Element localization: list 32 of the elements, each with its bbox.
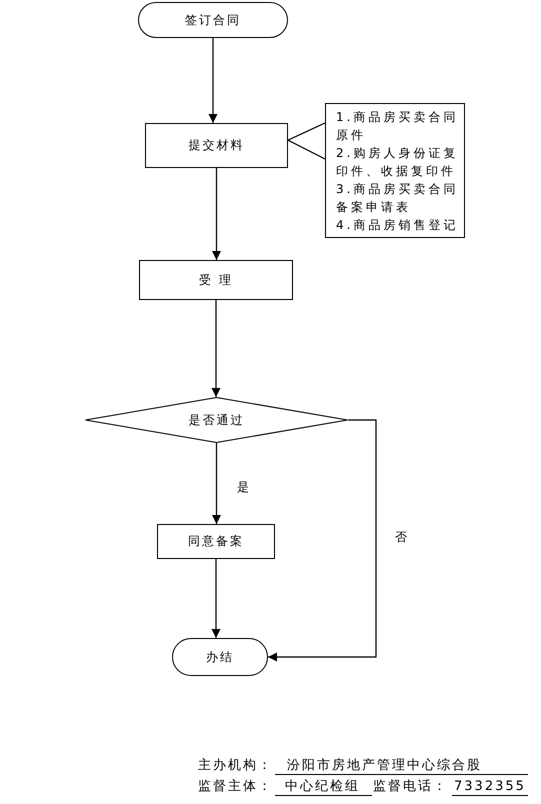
- filled-line: 中心纪检组: [275, 779, 372, 796]
- list-item: 2.购房人身份证复印件、收据复印件: [336, 144, 460, 180]
- field-label: 主办机构：: [198, 758, 273, 774]
- callout-pointer: [286, 122, 326, 160]
- filled-line: 7332355: [452, 779, 528, 796]
- decision-label: 是否通过: [188, 412, 244, 428]
- edge-label: 是: [237, 480, 249, 494]
- box-label: 同意备案: [188, 533, 244, 550]
- list-item: 4.商品房销售登记: [336, 216, 460, 234]
- decision-diamond: [85, 397, 348, 443]
- filled-line: 汾阳市房地产管理中心综合股: [275, 758, 528, 775]
- arrow: [212, 443, 221, 524]
- terminal-box: [172, 638, 268, 676]
- list-item: 1.商品房买卖合同原件: [336, 108, 460, 144]
- box-label: 受 理: [199, 272, 233, 288]
- box-label: 签订合同: [185, 12, 241, 28]
- box-label: 办结: [206, 648, 234, 666]
- list-item: 3.商品房买卖合同备案申请表: [336, 180, 460, 216]
- arrow: [268, 419, 377, 662]
- arrow: [208, 38, 218, 123]
- arrow: [212, 168, 221, 260]
- process-box: [157, 524, 275, 559]
- field-label: 监督电话：: [373, 779, 448, 795]
- process-box: [145, 123, 288, 168]
- arrow: [212, 559, 220, 638]
- process-box: [139, 260, 293, 300]
- terminal-box: [138, 2, 288, 38]
- field-label: 监督主体：: [198, 779, 273, 795]
- arrow: [212, 300, 220, 397]
- edge-label: 否: [395, 530, 407, 544]
- box-label: 提交材料: [188, 137, 244, 154]
- callout-box: [325, 103, 465, 238]
